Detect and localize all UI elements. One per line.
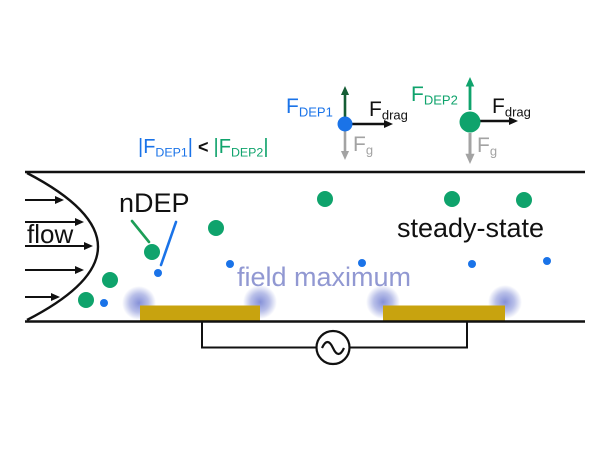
flow-arrow-head (75, 265, 84, 275)
particle-large (317, 191, 333, 207)
particle-small (100, 299, 108, 307)
fdep2-arrow-head (465, 77, 475, 87)
fdep2-label: FDEP2 (411, 84, 458, 107)
flow-arrows (25, 195, 93, 302)
inequality-operator: < (198, 137, 209, 157)
field-maximum-label: field maximum (237, 262, 412, 292)
fdep2-main: F (411, 83, 424, 106)
fg-right-main: F (477, 134, 490, 157)
ndep-pointer-line (130, 219, 151, 244)
wire-right (349, 321, 468, 349)
flow-profile-parabola (26, 171, 99, 322)
ac-sine-icon (321, 340, 345, 356)
fdep1-sub: DEP1 (298, 104, 333, 120)
fdrag-left-sub: drag (381, 107, 408, 123)
force-particle-large (459, 111, 481, 133)
particle-small (543, 257, 551, 265)
electrode-right (383, 305, 505, 321)
fdep1-arrow-head (340, 86, 350, 95)
force-particle-small (337, 116, 353, 132)
particle-large (78, 292, 94, 308)
ndep-pointer-line (159, 220, 178, 267)
fdep1-main: F (286, 95, 299, 118)
ndep-label: nDEP (119, 188, 190, 218)
fg-right-arrow-head (465, 153, 475, 164)
fdrag-right-label: Fdrag (492, 96, 531, 119)
particle-small (468, 260, 476, 268)
particle-large (208, 220, 224, 236)
force-arrows (340, 77, 518, 164)
fdep1-label: FDEP1 (286, 96, 333, 119)
electrode-left (140, 305, 260, 321)
circuit (201, 321, 468, 366)
fg-left-label: Fg (353, 134, 373, 157)
steady-state-label: steady-state (397, 213, 545, 243)
flow-label: flow (27, 219, 74, 249)
inequality-left: |FDEP1| (138, 136, 193, 160)
particle-small (154, 269, 162, 277)
fdrag-right-main: F (492, 95, 505, 118)
particle-large (102, 272, 118, 288)
fg-left-sub: g (365, 142, 374, 158)
fg-left-arrow-head (340, 151, 350, 160)
channel-particles (78, 191, 551, 308)
particle-large (444, 191, 460, 207)
flow-arrow-head (51, 292, 60, 302)
fg-right-sub: g (489, 143, 498, 159)
particle-large (144, 244, 160, 260)
fdrag-left-main: F (369, 98, 382, 121)
fdrag-left-label: Fdrag (369, 99, 408, 122)
fdrag-right-sub: drag (504, 104, 531, 120)
flow-arrow-head (84, 241, 93, 251)
fdrag-left-arrow-head (384, 119, 393, 129)
particle-large (516, 192, 532, 208)
fg-right-label: Fg (477, 135, 497, 158)
fdrag-right-arrow-head (509, 116, 518, 126)
fg-left-main: F (353, 133, 366, 156)
particle-small (226, 260, 234, 268)
channel-walls (25, 170, 585, 323)
flow-arrow-head (75, 217, 84, 227)
fdep2-sub: DEP2 (423, 92, 458, 108)
flow-arrow-head (55, 195, 64, 205)
particle-small (358, 259, 366, 267)
wire-left (201, 321, 317, 349)
ndep-pointer-lines (130, 219, 178, 267)
dep-inequality: |FDEP1|<|FDEP2| (138, 137, 269, 159)
inequality-right: |FDEP2| (213, 136, 269, 160)
